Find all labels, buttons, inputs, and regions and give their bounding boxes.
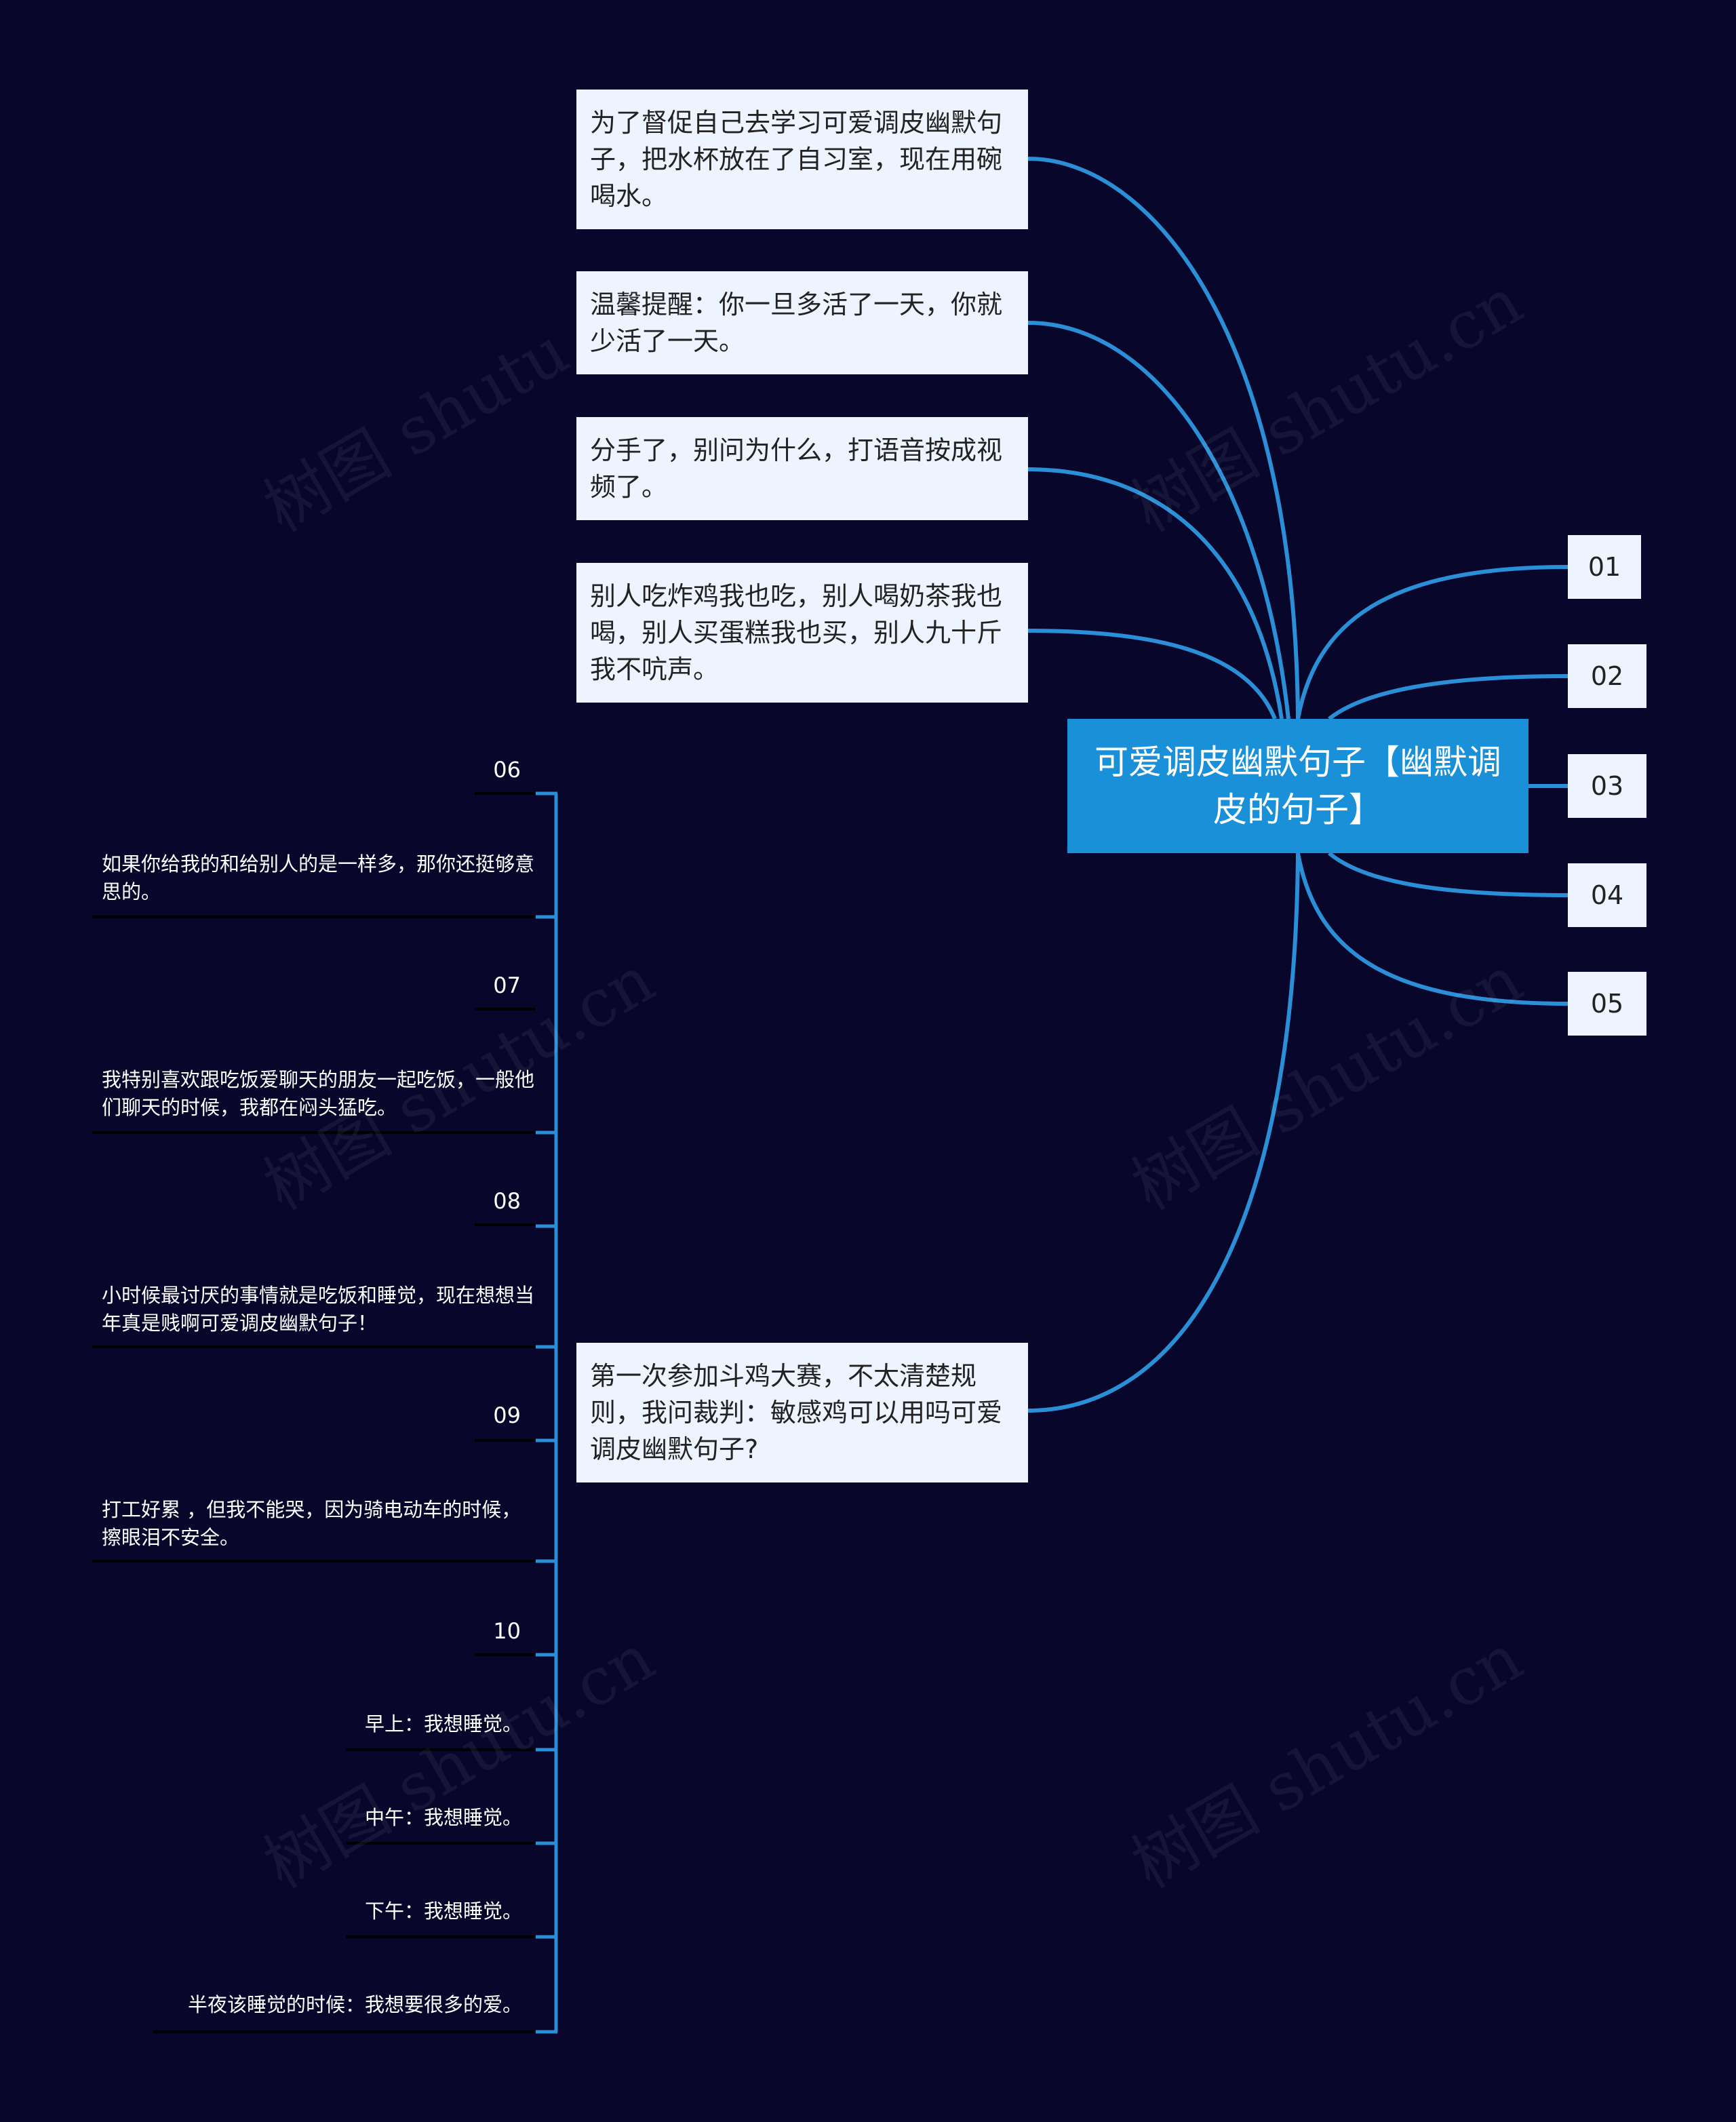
link-root-card-2 — [1027, 321, 1290, 720]
left-bracket-ticks — [536, 915, 557, 1939]
link-root-node-04 — [1328, 851, 1569, 897]
left-item-1[interactable]: 早上：我想睡觉。 — [364, 1712, 522, 1735]
right-node-03[interactable]: 03 — [1568, 754, 1646, 818]
left-text-07[interactable]: 我特别喜欢跟吃饭爱聊天的朋友一起吃饭，一般他们聊天的时候，我都在闷头猛吃。 — [102, 1068, 535, 1119]
top-card-1[interactable]: 为了督促自己去学习可爱调皮幽默句子，把水杯放在了自习室，现在用碗喝水。 — [576, 90, 1028, 229]
right-node-02[interactable]: 02 — [1568, 644, 1646, 708]
link-root-card-5 — [1027, 852, 1300, 1413]
left-item-2[interactable]: 中午：我想睡觉。 — [364, 1806, 522, 1829]
top-card-2[interactable]: 温馨提醒：你一旦多活了一天，你就少活了一天。 — [576, 271, 1028, 374]
link-root-card-4 — [1027, 629, 1277, 720]
root-topic[interactable]: 可爱调皮幽默句子【幽默调皮的句子】 — [1067, 719, 1528, 853]
top-card-4[interactable]: 别人吃炸鸡我也吃，别人喝奶茶我也喝，别人买蛋糕我也买，别人九十斤我不吭声。 — [576, 563, 1028, 703]
right-node-01[interactable]: 01 — [1568, 535, 1641, 599]
left-text-06[interactable]: 如果你给我的和给别人的是一样多，那你还挺够意思的。 — [102, 852, 535, 903]
link-root-card-3 — [1027, 467, 1284, 720]
right-node-05[interactable]: 05 — [1568, 972, 1646, 1036]
left-text-09[interactable]: 打工好累 ，但我不能哭，因为骑电动车的时候，擦眼泪不安全。 — [102, 1498, 521, 1549]
link-root-node-01 — [1296, 565, 1569, 720]
left-node-09[interactable]: 09 — [493, 1402, 521, 1428]
link-root-node-02 — [1328, 674, 1569, 721]
left-item-3[interactable]: 下午：我想睡觉。 — [364, 1900, 522, 1923]
link-root-node-05 — [1296, 852, 1569, 1006]
link-root-card-1 — [1027, 157, 1300, 720]
left-node-08[interactable]: 08 — [493, 1188, 521, 1214]
left-node-10[interactable]: 10 — [493, 1618, 521, 1644]
left-item-4[interactable]: 半夜该睡觉的时候：我想要很多的爱。 — [187, 1993, 522, 2016]
left-text-08[interactable]: 小时候最讨厌的事情就是吃饭和睡觉，现在想想当年真是贱啊可爱调皮幽默句子！ — [102, 1284, 535, 1335]
left-node-07[interactable]: 07 — [493, 972, 521, 998]
left-underlines — [92, 792, 536, 2033]
top-card-3[interactable]: 分手了，别问为什么，打语音按成视频了。 — [576, 417, 1028, 520]
right-node-04[interactable]: 04 — [1568, 863, 1646, 927]
bottom-card[interactable]: 第一次参加斗鸡大赛，不太清楚规则，我问裁判：敏感鸡可以用吗可爱调皮幽默句子? — [576, 1343, 1028, 1482]
left-node-06[interactable]: 06 — [493, 757, 521, 783]
